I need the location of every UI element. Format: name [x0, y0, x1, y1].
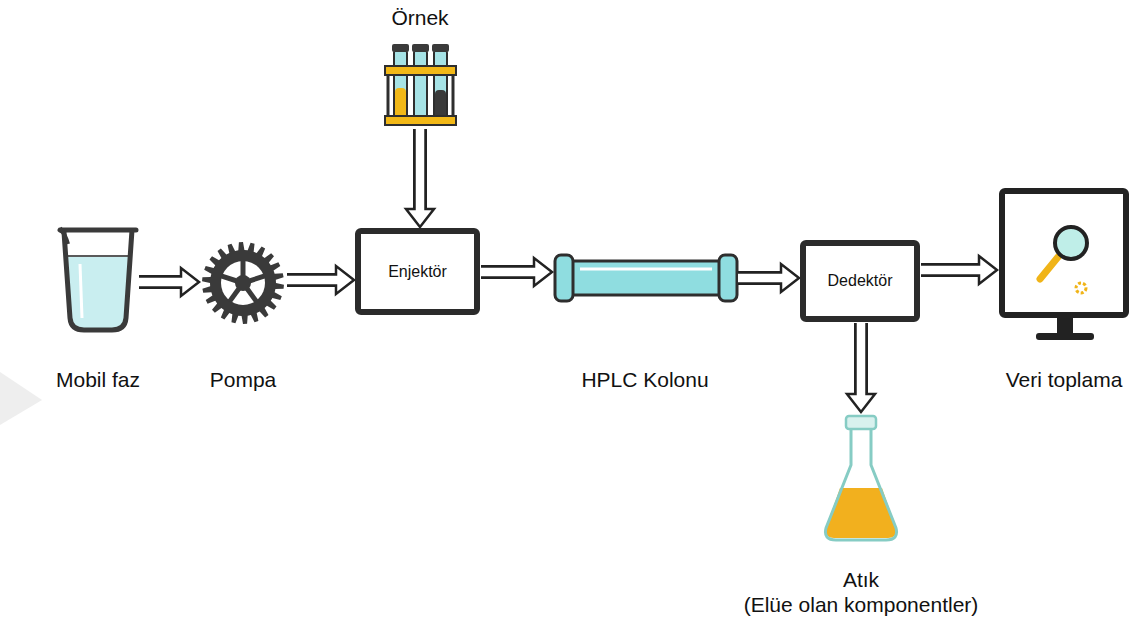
pump-gear	[202, 242, 284, 324]
column-node: HPLC Kolonu	[553, 253, 737, 303]
arrow-shaft-inner	[416, 129, 425, 212]
sample-rack	[385, 44, 456, 125]
flask-stopper	[846, 416, 876, 429]
pump-node: Pompa	[200, 240, 286, 326]
process-box: Dedektör	[800, 240, 920, 322]
flow-arrow	[921, 256, 997, 284]
column-cap	[719, 255, 737, 301]
beaker-liquid	[68, 256, 128, 328]
arrow-shaft-inner	[738, 274, 784, 283]
part-label: Mobil faz	[56, 368, 140, 392]
gear-hub	[235, 275, 251, 291]
arrow-shaft-inner	[139, 278, 184, 287]
box-label: Enjektör	[388, 263, 447, 281]
small-cog	[1076, 283, 1086, 293]
flask-liquid	[826, 488, 897, 538]
sample-node: Örnek	[383, 44, 457, 128]
flask-outline	[825, 428, 896, 540]
test-tube	[434, 48, 447, 120]
monitor-screen	[1002, 191, 1126, 315]
magnifier-handle	[1040, 257, 1058, 279]
computer-node: Veri toplama	[998, 186, 1130, 344]
computer-monitor	[1002, 191, 1126, 340]
gear-teeth	[202, 242, 284, 324]
part-label: HPLC Kolonu	[581, 368, 708, 392]
box-label: Dedektör	[828, 272, 893, 290]
flow-arrow	[406, 129, 434, 227]
column-shine	[580, 268, 712, 271]
gear-hole	[221, 261, 265, 305]
flow-arrow	[139, 268, 199, 296]
tube-content	[395, 88, 406, 119]
tube-cap	[412, 44, 429, 52]
tube-cap	[432, 44, 449, 52]
part-label: Atık	[843, 568, 879, 592]
beaker-icon	[60, 228, 136, 330]
rack-bar	[385, 66, 456, 75]
flow-arrow	[287, 266, 354, 294]
tube-content	[435, 90, 446, 119]
hplc-column	[555, 255, 737, 301]
test-tube	[394, 48, 407, 120]
column-cap	[555, 255, 573, 301]
part-label: Örnek	[391, 6, 448, 30]
column-body	[566, 261, 726, 295]
monitor-base	[1036, 333, 1094, 340]
part-label: Veri toplama	[1006, 368, 1123, 392]
part-label: (Elüe olan komponentler)	[744, 593, 979, 617]
rack-bar	[385, 116, 456, 125]
arrow-shaft-inner	[287, 276, 339, 285]
test-tube	[414, 48, 427, 120]
waste-flask	[825, 416, 896, 540]
flow-arrow	[481, 258, 552, 286]
flow-arrow	[847, 323, 875, 412]
arrow-shaft-inner	[857, 323, 866, 397]
tube-cap	[392, 44, 409, 52]
flow-arrow	[738, 264, 799, 292]
rack-leg	[387, 75, 390, 116]
arrow-shaft-inner	[921, 266, 982, 275]
process-box: Enjektör	[355, 228, 480, 315]
rack-leg	[452, 75, 455, 116]
arrow-shaft-inner	[481, 268, 537, 277]
monitor-neck	[1057, 318, 1073, 334]
beaker-node: Mobil faz	[58, 226, 138, 332]
magnifier-lens	[1055, 227, 1087, 259]
corner-mark	[0, 372, 42, 425]
beaker-level	[68, 255, 128, 257]
part-label: Pompa	[210, 368, 277, 392]
beaker-outline	[60, 230, 136, 330]
beaker-lip	[60, 228, 68, 244]
waste-node: Atık(Elüe olan komponentler)	[822, 413, 900, 543]
beaker-shine	[80, 264, 82, 318]
